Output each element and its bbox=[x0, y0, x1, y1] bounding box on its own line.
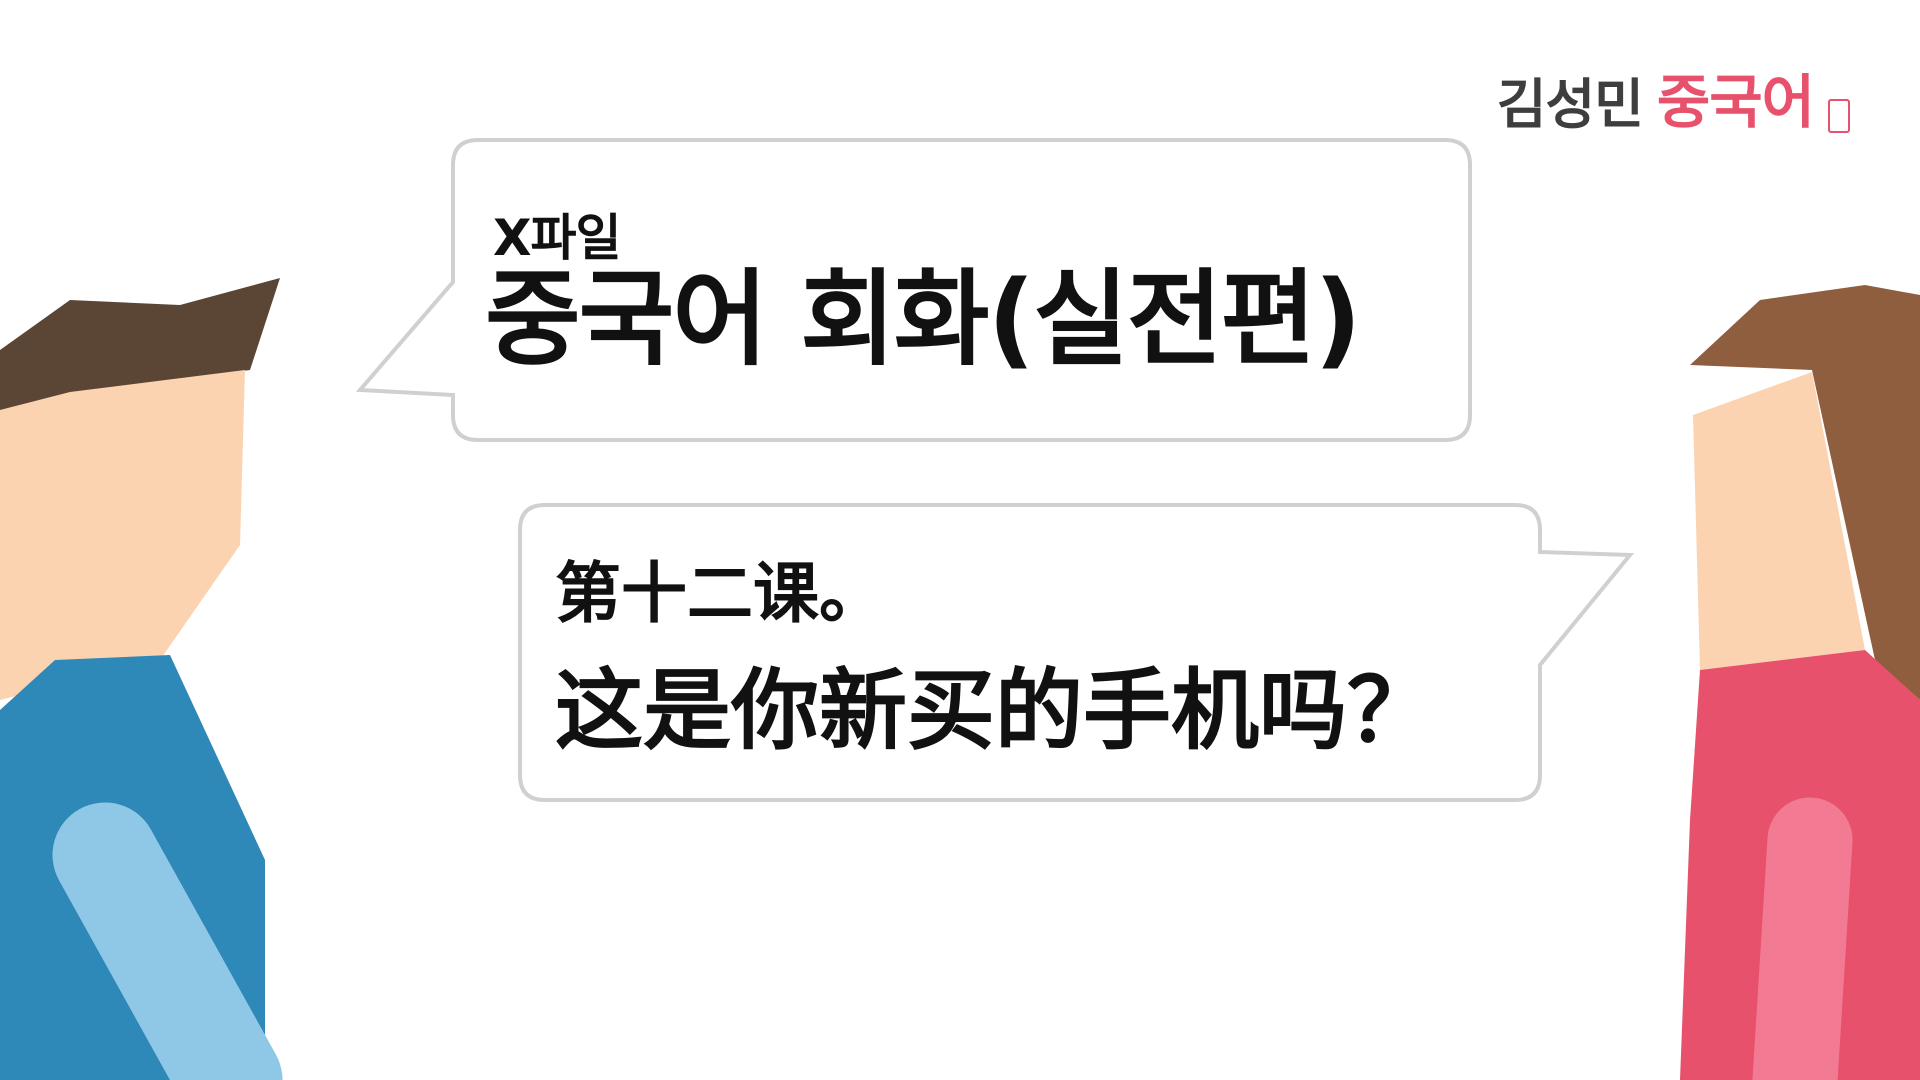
bubble-subtitle: X파일 bbox=[493, 209, 622, 267]
lesson-question: 这是你新买的手机吗？ bbox=[555, 659, 1436, 762]
logo-brand: 중국어 bbox=[1656, 68, 1815, 136]
male-arm bbox=[52, 802, 283, 1080]
female-hair bbox=[1690, 285, 1920, 700]
male-character bbox=[0, 278, 283, 1080]
lesson-label: 第十二课。 bbox=[555, 555, 885, 632]
logo-name: 김성민 bbox=[1496, 73, 1644, 136]
speech-bubble-bottom bbox=[518, 503, 1635, 802]
brand-logo: 김성민 중국어 bbox=[1497, 55, 1850, 139]
female-character bbox=[1680, 285, 1920, 1080]
speech-bubble-top bbox=[355, 138, 1472, 442]
female-arm bbox=[1752, 797, 1853, 1080]
male-hair bbox=[0, 278, 280, 420]
bubble-title: 중국어 회화(실전편) bbox=[485, 258, 1362, 380]
male-face bbox=[0, 370, 245, 700]
seal-icon bbox=[1828, 99, 1850, 133]
female-face bbox=[1693, 372, 1865, 670]
